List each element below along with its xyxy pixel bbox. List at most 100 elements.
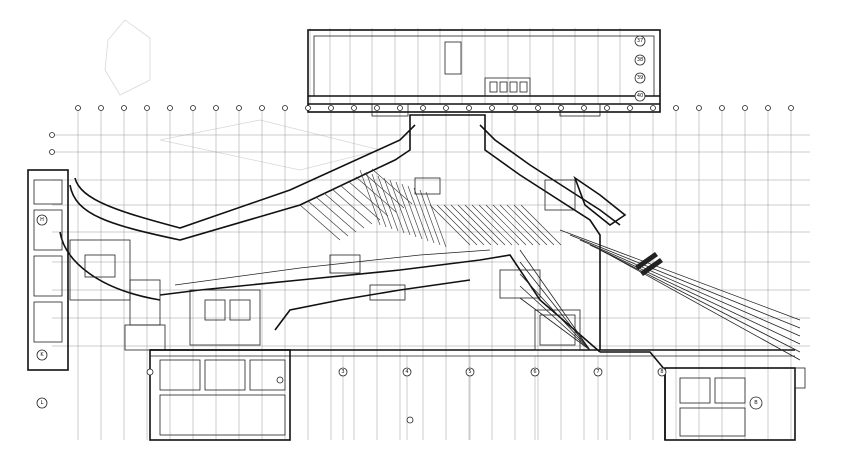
escalator-step [407, 185, 429, 242]
bubble-label-37: 37 [637, 38, 643, 44]
escalator-step [471, 204, 513, 246]
escalator-step [371, 168, 413, 205]
bubble-label-7: 7 [596, 369, 599, 375]
escalator-step [315, 196, 357, 233]
grid-bubble [305, 105, 311, 111]
bubble-label-8: 8 [660, 369, 663, 375]
escalator-step [506, 204, 548, 246]
bubble-6: 6 [530, 367, 540, 377]
track-line [609, 254, 801, 361]
grid-bubble [144, 105, 150, 111]
bubble-label-5: 5 [468, 369, 471, 375]
bubble-40: 40 [634, 90, 646, 102]
escalator-step [425, 191, 447, 248]
escalator-step [299, 204, 341, 241]
bubble-L: L [36, 397, 48, 409]
grid-bubble [167, 105, 173, 111]
escalator-step [419, 189, 441, 246]
grid-bubble [328, 105, 334, 111]
bubble-38: 38 [634, 54, 646, 66]
grid-bubble [466, 105, 472, 111]
bubble-3: 3 [338, 367, 348, 377]
bubble-label-40: 40 [637, 93, 643, 99]
grid-bubble [49, 149, 55, 155]
track-line [569, 234, 801, 329]
grid-bubble [75, 105, 81, 111]
bubble-label-4: 4 [405, 369, 408, 375]
escalator-step [323, 192, 365, 229]
track-line [599, 249, 801, 353]
escalator-step [359, 169, 381, 226]
escalator-step [457, 204, 499, 246]
escalator-step [389, 179, 411, 236]
escalator-step [339, 184, 381, 221]
track-line [559, 229, 801, 321]
track-line [519, 249, 591, 351]
bubble-K: K [36, 349, 48, 361]
grid-bubble [276, 376, 284, 384]
north-building [307, 29, 661, 117]
grid-bubble [719, 105, 725, 111]
grid-bubble [512, 105, 518, 111]
grid-bubble [190, 105, 196, 111]
grid-bubble [282, 105, 288, 111]
escalator-step [464, 204, 506, 246]
grid-bubble [765, 105, 771, 111]
grid-bubble [535, 105, 541, 111]
escalator-step [401, 183, 423, 240]
escalator-step [429, 204, 471, 246]
grid-bubble [213, 105, 219, 111]
bubble-label-38: 38 [637, 57, 643, 63]
track-line [519, 285, 591, 351]
escalator-step [443, 204, 485, 246]
track-line [519, 261, 591, 351]
ghost-outline [104, 19, 381, 171]
escalator-step [513, 204, 555, 246]
escalator-step [307, 200, 349, 237]
grid-bubble [650, 105, 656, 111]
grid-bubble [406, 416, 414, 424]
bubble-label-H: H [40, 217, 44, 223]
bubble-label-39: 39 [637, 75, 643, 81]
seating-clusters [329, 175, 663, 351]
bubble-5: 5 [465, 367, 475, 377]
escalator-step [499, 204, 541, 246]
structural-grid [52, 28, 810, 440]
escalator-step [363, 172, 405, 209]
bubble-8: 8 [657, 367, 667, 377]
central-rooms [149, 289, 291, 441]
grid-bubble [351, 105, 357, 111]
grid-bubble [489, 105, 495, 111]
escalator-step [492, 204, 534, 246]
escalator-step [383, 177, 405, 234]
grid-bubble [788, 105, 794, 111]
bubble-label-6: 6 [533, 369, 536, 375]
bubble-label-B: B [754, 400, 758, 406]
escalator-step [331, 188, 373, 225]
grid-bubble [443, 105, 449, 111]
bubble-label-3: 3 [341, 369, 344, 375]
grid-bubble [604, 105, 610, 111]
escalator-step [371, 173, 393, 230]
bubble-label-L: L [41, 400, 44, 406]
grid-bubble [742, 105, 748, 111]
track-line [579, 239, 801, 337]
grid-bubble [374, 105, 380, 111]
grid-bubble [146, 368, 154, 376]
grid-bubble [558, 105, 564, 111]
track-line [589, 244, 801, 345]
escalator-step [450, 204, 492, 246]
bubble-39: 39 [634, 72, 646, 84]
grid-bubble [581, 105, 587, 111]
grid-bubble [397, 105, 403, 111]
escalator-step [478, 204, 520, 246]
parking-symbols [489, 81, 528, 93]
escalator-step [485, 204, 527, 246]
escalator-step [365, 171, 387, 228]
grid-bubble [121, 105, 127, 111]
grid-bubble [49, 132, 55, 138]
rail-track-lines [519, 229, 801, 361]
grid-bubble [696, 105, 702, 111]
bubble-label-K: K [40, 352, 44, 358]
escalator-step [413, 187, 435, 244]
